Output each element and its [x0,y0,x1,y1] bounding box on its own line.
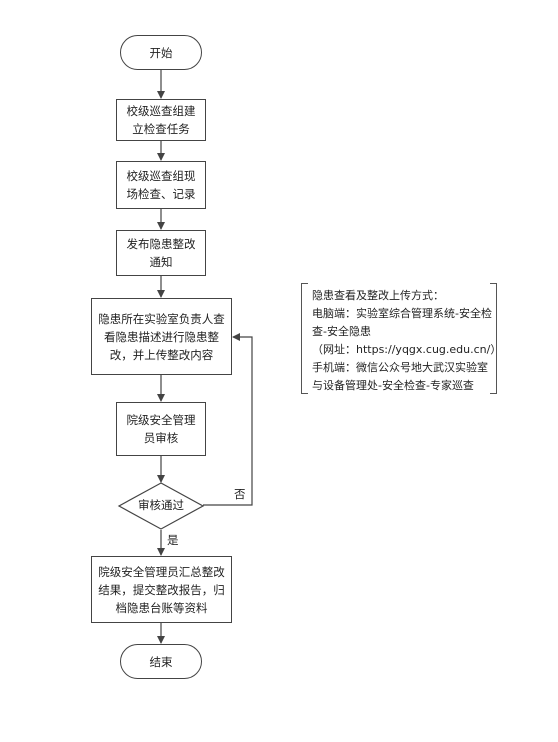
note-line-url: （网址：https://yqgx.cug.edu.cn/） [312,343,502,356]
note-line-mobile: 手机端：微信公众号地大武汉实验室 [312,361,488,374]
note-bracket-bottom-left [301,393,308,395]
step-college-review: 院级安全管理员审核 [116,402,206,456]
note-line-pc-cont: 查-安全隐患 [312,325,371,338]
note-line-pc: 电脑端：实验室综合管理系统-安全检 [312,307,492,320]
decision-label: 审核通过 [138,498,184,512]
decision-diamond [117,482,205,530]
step-create-task-label: 校级巡查组建立检查任务 [126,104,196,136]
step-college-review-label: 院级安全管理员审核 [126,413,196,445]
end-label: 结束 [149,654,173,669]
start-terminal: 开始 [120,35,202,70]
note-bracket-top-left [301,283,308,285]
note-line-title: 隐患查看及整改上传方式： [312,289,444,302]
start-label: 开始 [149,45,173,60]
step-summary-archive: 院级安全管理员汇总整改结果，提交整改报告，归档隐患台账等资料 [91,556,232,623]
note-bracket-bottom-right [490,393,497,395]
step-issue-notice-label: 发布隐患整改通知 [126,237,196,269]
arrow-decision-no-loop [203,333,253,506]
upload-method-note: 隐患查看及整改上传方式： 电脑端：实验室综合管理系统-安全检 查-安全隐患 （网… [301,283,502,394]
note-line-mobile-cont: 与设备管理处-安全检查-专家巡查 [312,379,474,392]
yes-label: 是 [167,533,179,547]
step-issue-notice: 发布隐患整改通知 [116,230,206,276]
end-terminal: 结束 [120,644,202,679]
step-inspect-record: 校级巡查组现场检查、记录 [116,161,206,209]
no-label: 否 [234,487,246,501]
step-create-task: 校级巡查组建立检查任务 [116,99,206,141]
note-bracket-top-right [490,283,497,285]
step-inspect-record-label: 校级巡查组现场检查、记录 [126,169,196,201]
step-rectify-upload-label: 隐患所在实验室负责人查看隐患描述进行隐患整改，并上传整改内容 [98,311,225,362]
step-rectify-upload: 隐患所在实验室负责人查看隐患描述进行隐患整改，并上传整改内容 [91,298,232,375]
step-summary-archive-label: 院级安全管理员汇总整改结果，提交整改报告，归档隐患台账等资料 [98,564,225,615]
